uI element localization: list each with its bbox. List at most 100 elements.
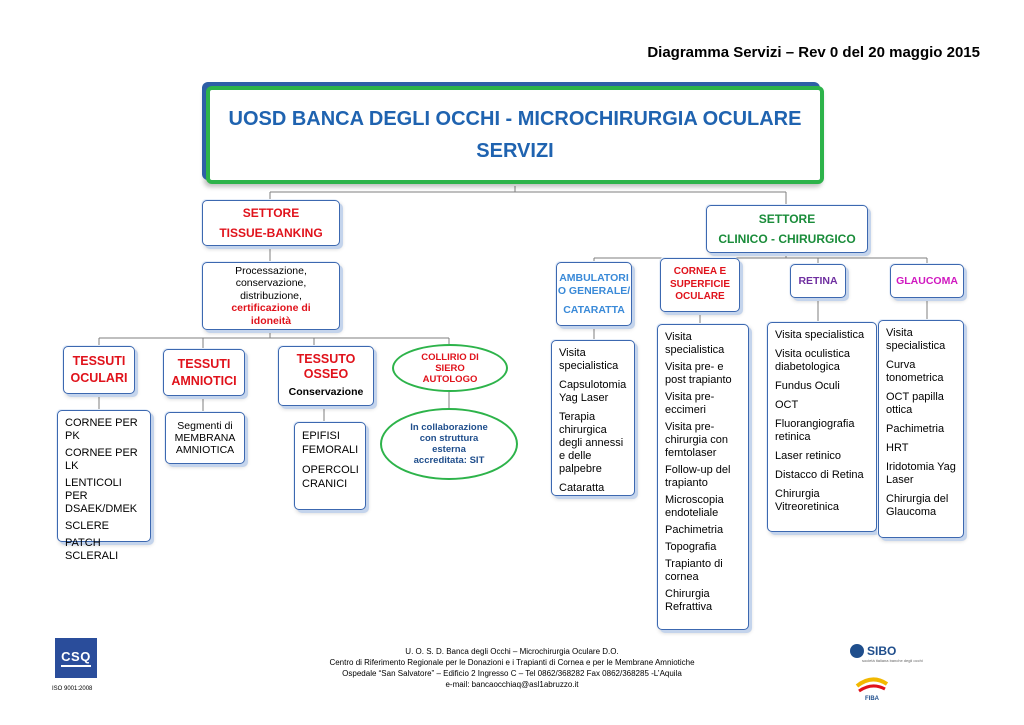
tessuto-osseo-label-2: OSSEO bbox=[303, 367, 349, 381]
main-subtitle: SERVIZI bbox=[476, 140, 554, 162]
collirio-note: In collaborazione bbox=[410, 422, 488, 433]
ambulatorio-label: O GENERALE/ bbox=[557, 284, 631, 297]
list-item: Fluorangiografia retinica bbox=[775, 418, 855, 443]
footer-line: Ospedale “San Salvatore” – Edificio 2 In… bbox=[342, 669, 682, 678]
sibo-logo-text: SIBO bbox=[867, 644, 897, 658]
collirio-note: esterna bbox=[432, 444, 466, 455]
list-item: Pachimetria bbox=[886, 423, 945, 435]
ambulatorio-label: CATARATTA bbox=[563, 303, 625, 316]
tessuti-amniotici-label: TESSUTI bbox=[177, 356, 231, 371]
list-item: Laser retinico bbox=[775, 450, 842, 462]
glaucoma-box: GLAUCOMA bbox=[890, 264, 964, 298]
list-item: Microscopia endoteliale bbox=[665, 494, 724, 519]
collirio-note-oval: In collaborazione con struttura esterna … bbox=[380, 408, 518, 480]
collirio-note: con struttura bbox=[419, 433, 479, 444]
cornea-list: Visita specialistica Visita pre- e post … bbox=[657, 324, 749, 630]
list-item: Visita specialistica bbox=[559, 347, 619, 372]
list-item: Distacco di Retina bbox=[775, 469, 864, 481]
sibo-logo: SIBO bbox=[850, 642, 910, 660]
cornea-box: CORNEA E SUPERFICIE OCULARE bbox=[660, 258, 740, 312]
collirio-note: accreditata: SIT bbox=[413, 455, 485, 466]
list-item: Chirurgia Vitreoretinica bbox=[775, 488, 839, 513]
list-item: EPIFISI FEMORALI bbox=[302, 430, 359, 456]
list-item: Visita pre-chirurgia con femtolaser bbox=[665, 421, 728, 459]
main-title: UOSD BANCA DEGLI OCCHI - MICROCHIRURGIA … bbox=[228, 108, 802, 130]
collirio-label: SIERO bbox=[435, 362, 465, 374]
footer: U. O. S. D. Banca degli Occhi – Microchi… bbox=[0, 646, 1024, 690]
list-item: Visita oculistica diabetologica bbox=[775, 348, 850, 373]
sector-clinico: SETTORE CLINICO - CHIRURGICO bbox=[706, 205, 868, 253]
collirio-oval: COLLIRIO DI SIERO AUTOLOGO bbox=[392, 344, 508, 392]
process-highlight: certificazione di bbox=[231, 302, 311, 315]
tessuto-osseo-list: EPIFISI FEMORALI OPERCOLI CRANICI bbox=[294, 422, 366, 510]
list-item: Capsulotomia Yag Laser bbox=[559, 379, 627, 404]
sector-tissue-banking: SETTORE TISSUE-BANKING bbox=[202, 200, 340, 246]
list-item: Visita specialistica bbox=[886, 327, 946, 352]
list-item: CORNEE PER LK bbox=[65, 447, 138, 472]
tessuto-osseo-box: TESSUTO OSSEO Conservazione bbox=[278, 346, 374, 406]
ambulatorio-box: AMBULATORI O GENERALE/ CATARATTA bbox=[556, 262, 632, 326]
collirio-label: AUTOLOGO bbox=[422, 373, 478, 385]
list-item: SCLERE bbox=[65, 520, 110, 532]
glaucoma-list: Visita specialistica Curva tonometrica O… bbox=[878, 320, 964, 538]
list-item: Visita pre-eccimeri bbox=[665, 391, 715, 416]
process-highlight: idoneità bbox=[250, 314, 292, 327]
retina-label: RETINA bbox=[798, 274, 838, 287]
csq-logo-text: CSQ bbox=[61, 649, 91, 667]
fiba-logo: FIBA bbox=[855, 677, 889, 702]
sibo-subtitle: società italiana banche degli occhi bbox=[862, 658, 923, 663]
tessuti-amniotici-list: Segmenti di MEMBRANA AMNIOTICA bbox=[165, 412, 245, 464]
retina-list: Visita specialistica Visita oculistica d… bbox=[767, 322, 877, 532]
retina-box: RETINA bbox=[790, 264, 846, 298]
list-item: Chirurgia Refrattiva bbox=[665, 588, 713, 613]
tessuti-oculari-label: TESSUTI bbox=[72, 354, 126, 368]
main-title-box: UOSD BANCA DEGLI OCCHI - MICROCHIRURGIA … bbox=[206, 86, 824, 184]
list-item: Iridotomia Yag Laser bbox=[886, 461, 956, 486]
glaucoma-label: GLAUCOMA bbox=[896, 274, 958, 287]
list-item: Curva tonometrica bbox=[886, 359, 944, 384]
revision-header: Diagramma Servizi – Rev 0 del 20 maggio … bbox=[647, 44, 980, 61]
process-line: Processazione, bbox=[235, 264, 307, 277]
ambulatorio-list: Visita specialistica Capsulotomia Yag La… bbox=[551, 340, 635, 496]
list-item: OCT papilla ottica bbox=[886, 391, 944, 416]
list-item: Topografia bbox=[665, 541, 717, 553]
cornea-label: OCULARE bbox=[675, 291, 725, 303]
list-item: CORNEE PER PK bbox=[65, 417, 138, 442]
list-item: LENTICOLI PER DSAEK/DMEK bbox=[65, 477, 138, 515]
process-line: conservazione, bbox=[235, 277, 307, 290]
footer-email: e-mail: bancaocchiaq@asl1abruzzo.it bbox=[445, 680, 579, 689]
tessuti-amniotici-box: TESSUTI AMNIOTICI bbox=[163, 349, 245, 396]
list-item: Visita specialistica bbox=[775, 329, 865, 341]
collirio-label: COLLIRIO DI bbox=[421, 351, 479, 363]
tessuti-oculari-box: TESSUTI OCULARI bbox=[63, 346, 135, 394]
globe-icon bbox=[850, 644, 864, 658]
list-item: PATCH SCLERALI bbox=[65, 537, 119, 562]
list-item: Cataratta bbox=[559, 482, 605, 494]
process-line: distribuzione, bbox=[240, 289, 302, 302]
tessuto-osseo-label: TESSUTO bbox=[296, 352, 356, 366]
footer-line: Centro di Riferimento Regionale per le D… bbox=[329, 658, 695, 667]
list-item: Trapianto di cornea bbox=[665, 558, 723, 583]
tessuti-amniotici-label-2: AMNIOTICI bbox=[171, 373, 237, 388]
list-item: Terapia chirurgica degli annessi e delle… bbox=[559, 411, 624, 475]
sector-clinico-label-2: CLINICO - CHIRURGICO bbox=[718, 232, 856, 246]
fiba-text: FIBA bbox=[865, 696, 880, 702]
process-box: Processazione, conservazione, distribuzi… bbox=[202, 262, 340, 330]
list-item: Fundus Oculi bbox=[775, 380, 840, 392]
list-item: Visita pre- e post trapianto bbox=[665, 361, 732, 386]
iso-label: ISO 9001:2008 bbox=[52, 686, 93, 692]
list-item: Pachimetria bbox=[665, 524, 724, 536]
list-item: Segmenti di MEMBRANA AMNIOTICA bbox=[174, 420, 236, 456]
list-item: Follow-up del trapianto bbox=[665, 464, 731, 489]
list-item: Visita specialistica bbox=[665, 331, 725, 356]
tessuto-osseo-subtitle: Conservazione bbox=[288, 386, 364, 398]
tessuti-oculari-label-2: OCULARI bbox=[70, 371, 128, 385]
list-item: HRT bbox=[886, 442, 909, 454]
ambulatorio-label: AMBULATORI bbox=[559, 271, 629, 284]
list-item: OCT bbox=[775, 399, 799, 411]
cornea-label: SUPERFICIE bbox=[669, 278, 730, 290]
csq-logo: CSQ bbox=[55, 638, 97, 678]
sector-tissue-banking-label: SETTORE bbox=[242, 206, 300, 220]
sector-tissue-banking-label-2: TISSUE-BANKING bbox=[219, 226, 323, 240]
